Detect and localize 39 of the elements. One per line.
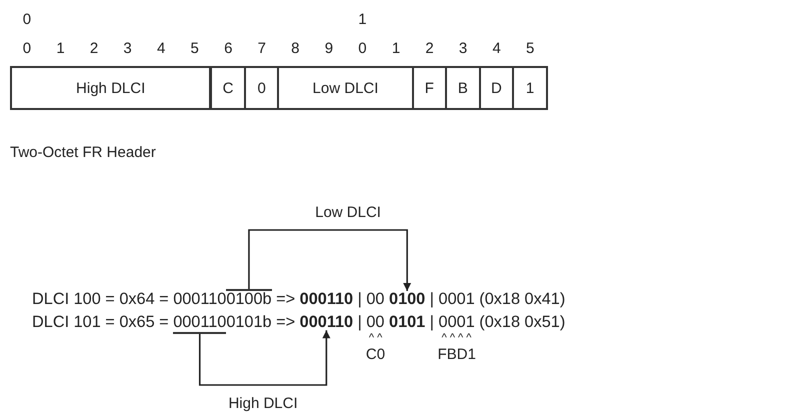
bit-number: 3 [123, 41, 132, 56]
edge-label: Low DLCI [315, 205, 381, 220]
bit-name-text: C0 [366, 347, 386, 362]
bit-number: 4 [156, 41, 166, 56]
header-field: B [445, 66, 481, 110]
bit-number: 7 [258, 41, 266, 56]
bit-number: 2 [425, 41, 434, 56]
header-field: Low DLCI [277, 66, 414, 110]
bit-number: 2 [90, 41, 98, 56]
dlci-conversion-text: DLCI 101 = 0x65 = 0001100101b => 000110 | 00 0101 | 0001 (0x18 0x51) [32, 314, 566, 330]
caret-marks: ^ ^ ^ ^ [442, 333, 472, 344]
bit-number: 0 [22, 12, 32, 27]
bracket-arrow [248, 229, 412, 291]
bit-number: 0 [358, 41, 367, 56]
underline-bar [173, 332, 226, 334]
dlci-conversion-text: DLCI 100 = 0x64 = 0001100100b => 000110 | 00 0100 | 0001 (0x18 0x41) [32, 291, 566, 308]
overline-bar [226, 289, 272, 291]
header-field: High DLCI [10, 66, 212, 110]
bit-number: 1 [358, 12, 367, 27]
bit-number: 1 [392, 41, 400, 56]
bit-number: 8 [291, 41, 300, 56]
bit-number: 1 [56, 41, 65, 56]
edge-label: High DLCI [228, 396, 298, 411]
bit-number: 3 [458, 41, 468, 56]
bracket-arrow [198, 330, 330, 386]
bit-number: 9 [324, 41, 334, 56]
bit-number: 0 [22, 41, 32, 56]
header-field: D [478, 66, 514, 110]
header-field: F [412, 66, 448, 110]
bit-number: 4 [492, 41, 501, 56]
caret-marks: ^ ^ [368, 333, 382, 344]
bit-number: 6 [224, 41, 232, 56]
header-field: 1 [512, 66, 548, 110]
bit-number: 5 [526, 41, 534, 56]
bit-name-text: FBD1 [438, 347, 476, 362]
caption-text: Two-Octet FR Header [10, 145, 156, 160]
header-field: C [210, 66, 246, 110]
bit-number: 5 [190, 41, 199, 56]
header-field: 0 [244, 66, 280, 110]
